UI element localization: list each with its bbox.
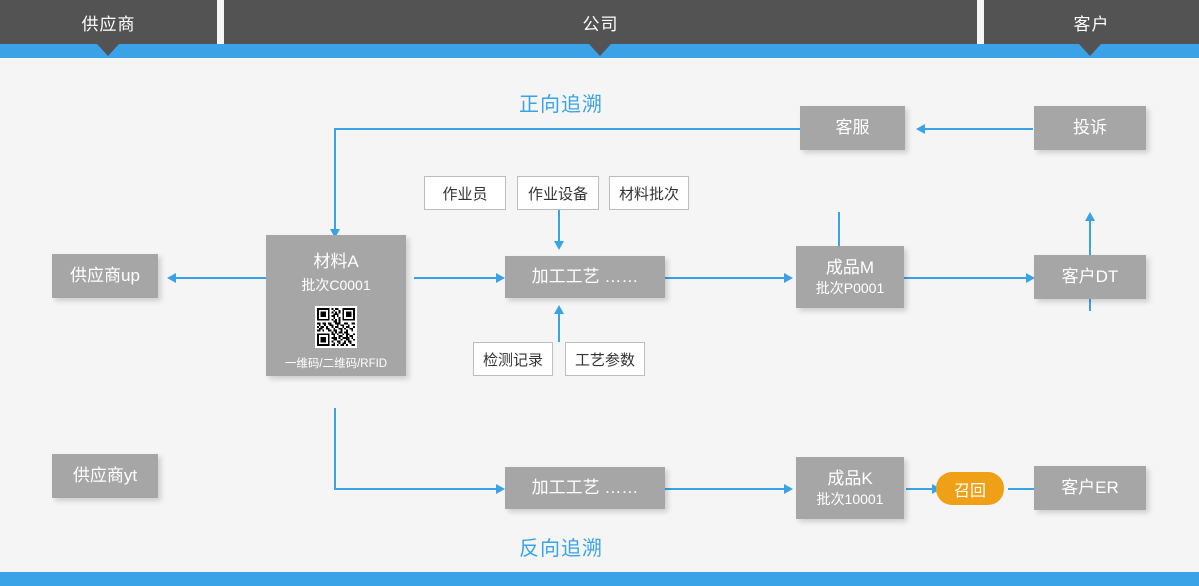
- connector-service-to-material-horizontal: [334, 128, 800, 130]
- node-customer-dt[interactable]: 客户DT: [1034, 255, 1146, 299]
- node-recall-label: 召回: [953, 482, 986, 500]
- node-material-a[interactable]: 材料A 批次C0001: [266, 235, 406, 376]
- connector-process-top-to-product-m: [665, 277, 784, 279]
- node-product-m[interactable]: 成品M 批次P0001: [796, 246, 904, 308]
- chip-inspection-record[interactable]: 检测记录: [473, 342, 553, 376]
- connector-material-to-process-bottom-horizontal: [334, 488, 496, 490]
- node-customer-er-label: 客户ER: [1061, 478, 1119, 498]
- header-notch-supplier: [97, 44, 119, 56]
- arrow-into-material-top: [330, 229, 340, 238]
- arrow-into-service: [916, 124, 925, 134]
- connector-records-to-process-top: [558, 314, 560, 342]
- node-recall[interactable]: 召回: [936, 472, 1004, 505]
- node-supplier-up[interactable]: 供应商up: [52, 254, 158, 298]
- node-product-k-title: 成品K: [827, 469, 873, 489]
- node-supplier-yt[interactable]: 供应商yt: [52, 454, 158, 498]
- arrow-into-process-top-bottom: [554, 305, 564, 314]
- connector-complaint-to-service: [925, 128, 1033, 130]
- connector-material-to-process-top: [414, 277, 496, 279]
- chip-equipment-label: 作业设备: [527, 185, 588, 203]
- node-customer-service-label: 客服: [835, 118, 870, 138]
- header-label-supplier: 供应商: [81, 14, 136, 34]
- node-process-top-label: 加工工艺 ……: [531, 267, 639, 287]
- arrow-into-product-k: [784, 484, 793, 494]
- header-label-customer: 客户: [1073, 14, 1110, 34]
- node-complaint-label: 投诉: [1073, 118, 1107, 138]
- connector-service-to-material-vertical: [334, 128, 336, 229]
- chip-operator-label: 作业员: [442, 185, 488, 203]
- chip-inspection-record-label: 检测记录: [482, 351, 543, 369]
- node-product-m-batch: 批次P0001: [815, 279, 885, 296]
- chip-process-parameter-label: 工艺参数: [574, 351, 635, 369]
- arrow-into-process-top-top: [554, 241, 564, 250]
- qr-code-icon: [315, 305, 357, 348]
- connector-recall-to-customer-er: [1008, 488, 1034, 490]
- arrow-into-process-top: [496, 273, 505, 283]
- node-product-k-batch: 批次10001: [816, 490, 884, 507]
- header-notch-customer: [1079, 44, 1101, 56]
- node-material-a-title: 材料A: [313, 252, 359, 271]
- node-process-top[interactable]: 加工工艺 ……: [505, 256, 665, 298]
- chip-material-batch[interactable]: 材料批次: [609, 176, 689, 210]
- node-customer-dt-label: 客户DT: [1061, 267, 1119, 287]
- node-supplier-up-label: 供应商up: [70, 266, 140, 286]
- node-process-bottom-label: 加工工艺 ……: [531, 478, 639, 498]
- node-customer-service[interactable]: 客服: [800, 106, 905, 150]
- chip-equipment[interactable]: 作业设备: [517, 176, 599, 210]
- header-notch-company: [589, 44, 611, 56]
- node-process-bottom[interactable]: 加工工艺 ……: [505, 467, 665, 509]
- node-supplier-yt-label: 供应商yt: [72, 466, 138, 486]
- header-column-customer: 客户: [984, 0, 1199, 44]
- node-complaint[interactable]: 投诉: [1034, 106, 1146, 150]
- header-column-company: 公司: [224, 0, 977, 44]
- header-label-company: 公司: [582, 14, 619, 34]
- node-material-a-batch: 批次C0001: [301, 276, 371, 293]
- arrow-into-process-bottom: [496, 484, 505, 494]
- connector-process-bottom-to-product-k: [665, 488, 784, 490]
- arrow-into-product-m-left: [784, 273, 793, 283]
- connector-chips-to-process-top: [558, 210, 560, 241]
- connector-material-to-supplier-up: [176, 277, 266, 279]
- diagram-stage: 正向追溯 反向追溯: [0, 58, 1199, 572]
- caption-reverse-trace: 反向追溯: [519, 538, 603, 560]
- arrow-into-complaint: [1085, 212, 1095, 221]
- header-column-supplier: 供应商: [0, 0, 217, 44]
- node-product-m-title: 成品M: [825, 258, 875, 278]
- node-customer-er[interactable]: 客户ER: [1034, 466, 1146, 510]
- node-product-k[interactable]: 成品K 批次10001: [796, 457, 904, 519]
- arrow-into-supplier-up: [167, 273, 176, 283]
- bottom-accent-strip: [0, 572, 1199, 586]
- node-material-a-code-caption: 一维码/二维码/RFID: [284, 357, 388, 370]
- connector-product-m-to-customer-dt: [904, 277, 1026, 279]
- arrow-into-customer-dt: [1026, 273, 1035, 283]
- chip-material-batch-label: 材料批次: [618, 185, 679, 203]
- connector-product-k-to-recall: [906, 488, 932, 490]
- connector-material-to-process-bottom-vertical: [334, 408, 336, 490]
- connector-service-to-product-m: [838, 212, 840, 267]
- chip-process-parameter[interactable]: 工艺参数: [565, 342, 645, 376]
- chip-operator[interactable]: 作业员: [424, 176, 506, 210]
- caption-forward-trace: 正向追溯: [519, 94, 603, 116]
